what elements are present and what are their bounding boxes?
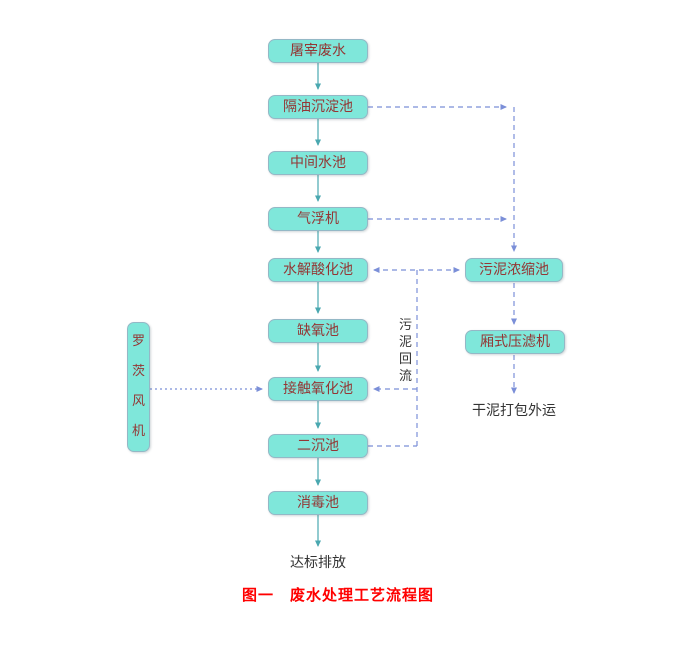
- node-sludge-thickening-tank: 污泥浓缩池: [465, 258, 563, 282]
- label-dry-sludge-outbound: 干泥打包外运: [472, 403, 556, 419]
- node-air-flotation-machine: 气浮机: [268, 207, 368, 231]
- node-contact-oxidation-tank: 接触氧化池: [268, 377, 368, 401]
- node-disinfection-tank: 消毒池: [268, 491, 368, 515]
- node-chamber-filter-press: 厢式压滤机: [465, 330, 565, 354]
- node-anoxic-tank: 缺氧池: [268, 319, 368, 343]
- node-intermediate-tank: 中间水池: [268, 151, 368, 175]
- label-sludge-return: 污泥回流: [398, 318, 412, 384]
- figure-caption: 图一 废水处理工艺流程图: [241, 586, 434, 604]
- node-slaughter-wastewater: 屠宰废水: [268, 39, 368, 63]
- node-hydrolysis-acidification-tank: 水解酸化池: [268, 258, 368, 282]
- node-roots-blower: 罗茨风机: [127, 322, 150, 452]
- label-final-discharge: 达标排放: [290, 555, 346, 571]
- node-oil-separation-tank: 隔油沉淀池: [268, 95, 368, 119]
- node-secondary-sedimentation-tank: 二沉池: [268, 434, 368, 458]
